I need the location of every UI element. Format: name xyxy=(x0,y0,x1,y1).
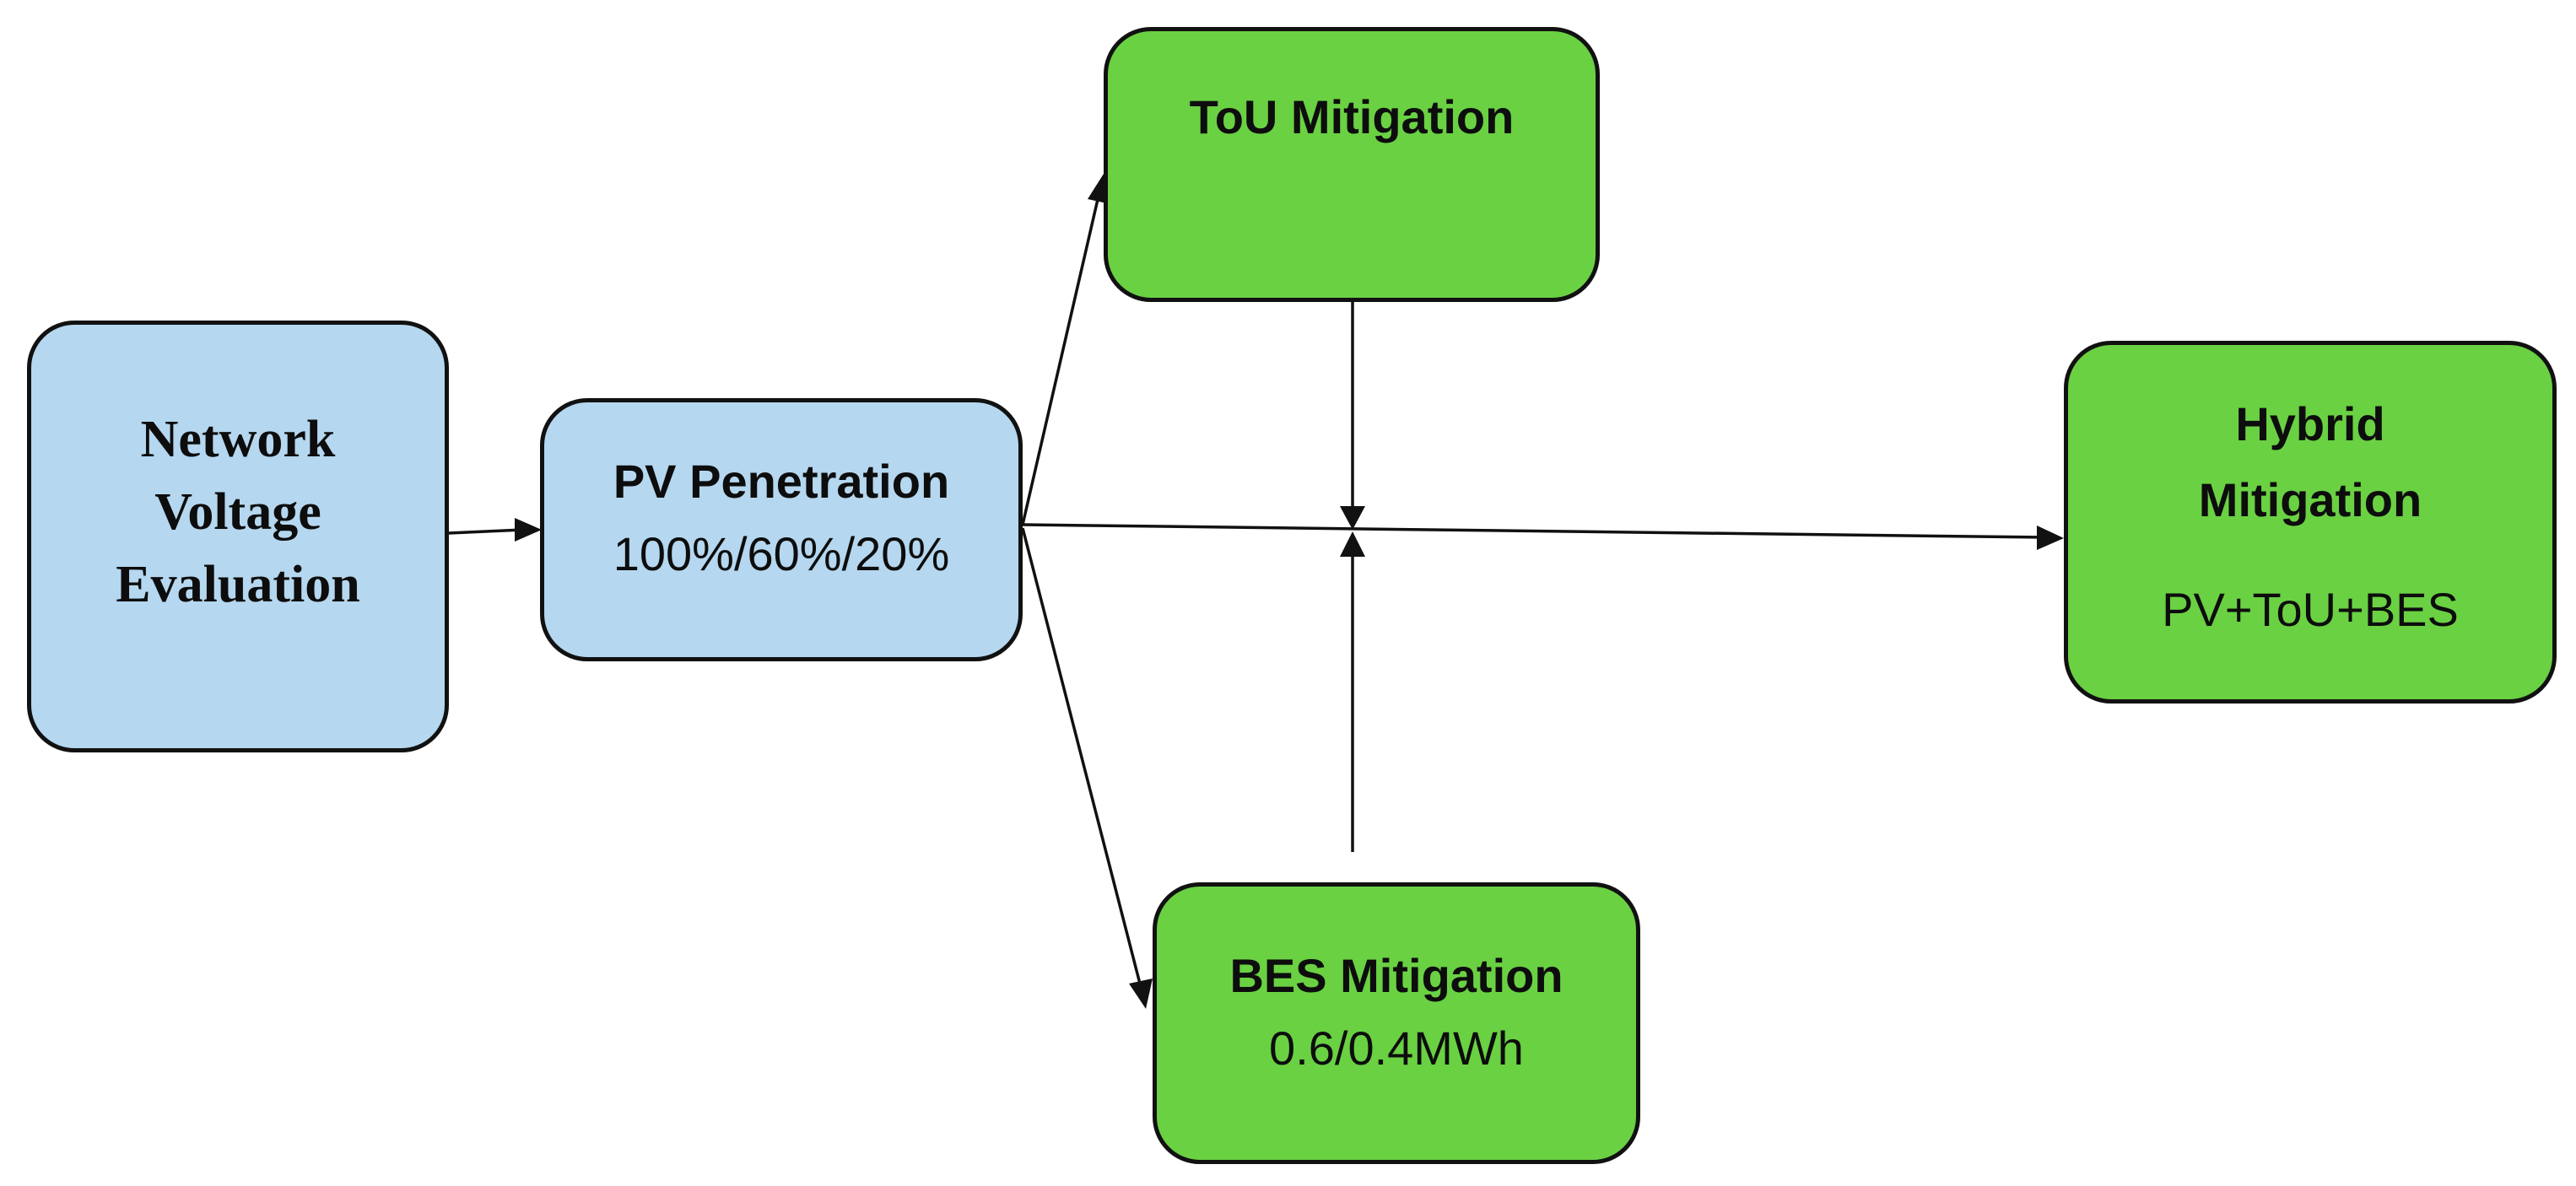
network-label-line3: Evaluation xyxy=(116,556,360,613)
tou-mitigation-title: ToU Mitigation xyxy=(1189,90,1515,143)
arrowhead-bes xyxy=(1129,978,1153,1009)
arrowhead-hybrid xyxy=(2037,526,2064,550)
tou-mitigation-box: ToU Mitigation xyxy=(1104,27,1600,302)
pv-penetration-box: PV Penetration 100%/60%/20% xyxy=(540,398,1023,661)
network-label-line1: Network xyxy=(140,411,336,468)
arrowhead-junction-up xyxy=(1340,531,1365,557)
hybrid-mitigation-title-line1: Hybrid xyxy=(2235,397,2385,450)
network-label-line2: Voltage xyxy=(154,483,321,541)
hybrid-mitigation-title-line2: Mitigation xyxy=(2198,473,2422,526)
arrow-pv-to-tou xyxy=(1021,195,1100,526)
arrow-pv-to-bes xyxy=(1021,527,1142,988)
bes-mitigation-box: BES Mitigation 0.6/0.4MWh xyxy=(1153,882,1640,1164)
bes-mitigation-title: BES Mitigation xyxy=(1229,949,1563,1002)
pv-penetration-title: PV Penetration xyxy=(613,455,950,508)
arrowhead-pv xyxy=(515,518,542,542)
network-voltage-evaluation-box: Network Voltage Evaluation xyxy=(27,321,449,752)
arrowhead-junction-down xyxy=(1340,506,1365,530)
hybrid-mitigation-box: Hybrid Mitigation PV+ToU+BES xyxy=(2064,341,2557,704)
bes-mitigation-values: 0.6/0.4MWh xyxy=(1269,1022,1524,1075)
hybrid-mitigation-composition: PV+ToU+BES xyxy=(2162,583,2459,636)
arrow-network-to-pv xyxy=(448,528,524,535)
pv-penetration-values: 100%/60%/20% xyxy=(613,527,950,580)
arrow-pv-to-hybrid xyxy=(1022,523,2043,539)
